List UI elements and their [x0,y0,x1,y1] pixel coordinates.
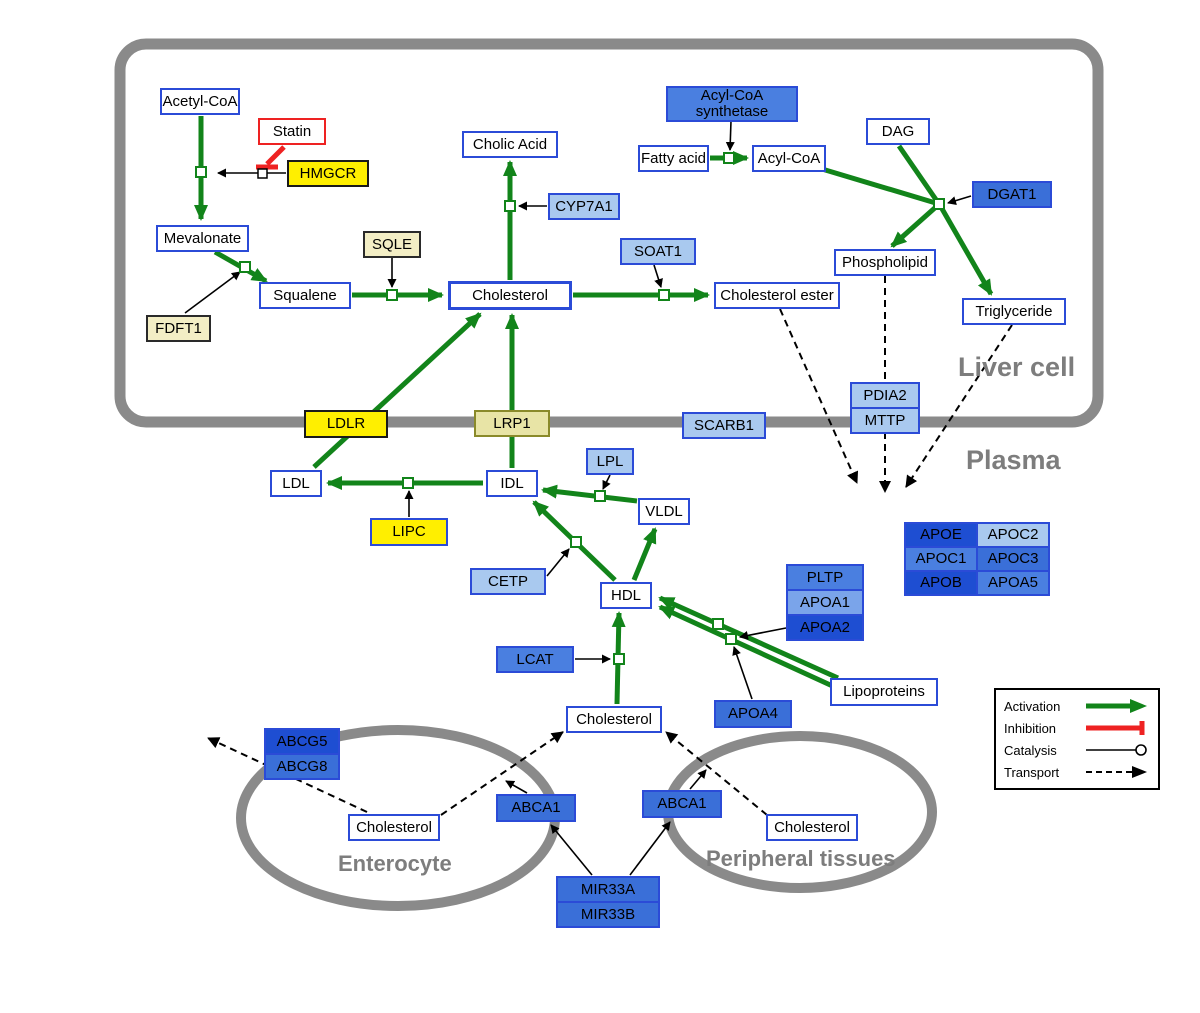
catalysis-circle-icon [1086,744,1147,756]
node-cholesterol-enterocyte[interactable]: Cholesterol [348,814,440,841]
node-vldl[interactable]: VLDL [638,498,690,525]
node-abcg5[interactable]: ABCG5 [264,728,340,755]
node-cholesterol-peripheral[interactable]: Cholesterol [766,814,858,841]
node-statin[interactable]: Statin [258,118,326,145]
transport-edges [207,276,1013,816]
inhibition-tbar-icon [1086,721,1145,735]
node-mir33a[interactable]: MIR33A [556,876,660,903]
node-pdia2[interactable]: PDIA2 [850,382,920,409]
catalysis-edges [184,120,972,876]
node-lipc[interactable]: LIPC [370,518,448,546]
enterocyte-label: Enterocyte [338,851,452,876]
node-cholesterol-ester[interactable]: Cholesterol ester [714,282,840,309]
legend-inhibition-label: Inhibition [1004,720,1057,736]
node-lipoproteins[interactable]: Lipoproteins [830,678,938,706]
acyl-coa-synthetase-line2: synthetase [695,103,769,120]
node-cetp[interactable]: CETP [470,568,546,595]
node-apob[interactable]: APOB [904,570,978,596]
node-idl[interactable]: IDL [486,470,538,497]
reaction-anchor-squares [195,152,945,665]
node-lpl[interactable]: LPL [586,448,634,475]
node-abca1-enterocyte[interactable]: ABCA1 [496,794,576,822]
node-sqle[interactable]: SQLE [363,231,421,258]
legend-row-activation: Activation [1004,696,1150,716]
node-hdl[interactable]: HDL [600,582,652,609]
legend-activation-label: Activation [1004,698,1061,714]
node-acyl-coa[interactable]: Acyl-CoA [752,145,826,172]
node-acyl-coa-synthetase[interactable]: Acyl-CoA synthetase [666,86,798,122]
node-cyp7a1[interactable]: CYP7A1 [548,193,620,220]
node-lrp1[interactable]: LRP1 [474,410,550,437]
node-dgat1[interactable]: DGAT1 [972,181,1052,208]
node-apoa2[interactable]: APOA2 [786,614,864,641]
node-soat1[interactable]: SOAT1 [620,238,696,265]
node-phospholipid[interactable]: Phospholipid [834,249,936,276]
node-apoa5[interactable]: APOA5 [976,570,1050,596]
node-dag[interactable]: DAG [866,118,930,145]
activation-arrow-icon [1086,699,1147,713]
node-mir33b[interactable]: MIR33B [556,901,660,928]
inhibition-edge [256,145,286,170]
node-apoa4[interactable]: APOA4 [714,700,792,728]
transport-dashed-arrow-icon [1086,766,1147,778]
node-fatty-acid[interactable]: Fatty acid [638,145,709,172]
node-squalene[interactable]: Squalene [259,282,351,309]
plasma-label: Plasma [966,445,1061,475]
node-ldl[interactable]: LDL [270,470,322,497]
node-cholesterol-plasma[interactable]: Cholesterol [566,706,662,733]
legend-row-inhibition: Inhibition [1004,718,1150,738]
legend-row-catalysis: Catalysis [1004,740,1150,760]
node-apoc3[interactable]: APOC3 [976,546,1050,572]
peripheral-tissues-label: Peripheral tissues [706,846,896,871]
node-acetyl-coa[interactable]: Acetyl-CoA [160,88,240,115]
node-apoa1[interactable]: APOA1 [786,589,864,616]
liver-cell-label: Liver cell [958,352,1076,382]
node-mevalonate[interactable]: Mevalonate [156,225,249,252]
node-abca1-peripheral[interactable]: ABCA1 [642,790,722,818]
liver-cell-membrane [114,38,1104,428]
node-apoe[interactable]: APOE [904,522,978,548]
node-triglyceride[interactable]: Triglyceride [962,298,1066,325]
node-lcat[interactable]: LCAT [496,646,574,673]
node-cholesterol-liver[interactable]: Cholesterol [448,281,572,310]
node-hmgcr[interactable]: HMGCR [287,160,369,187]
node-fdft1[interactable]: FDFT1 [146,315,211,342]
legend-row-transport: Transport [1004,762,1150,782]
node-apoc2[interactable]: APOC2 [976,522,1050,548]
node-pltp[interactable]: PLTP [786,564,864,591]
node-ldlr[interactable]: LDLR [304,410,388,438]
legend: Activation Inhibition Catalysis Transpor… [994,688,1160,790]
legend-transport-label: Transport [1004,764,1060,780]
legend-catalysis-label: Catalysis [1004,742,1057,758]
node-abcg8[interactable]: ABCG8 [264,753,340,780]
catalysis-anchor-square [257,168,268,179]
node-mttp[interactable]: MTTP [850,407,920,434]
node-cholic-acid[interactable]: Cholic Acid [462,131,558,158]
node-scarb1[interactable]: SCARB1 [682,412,766,439]
acyl-coa-synthetase-line1: Acyl-CoA [700,87,764,105]
node-apoc1[interactable]: APOC1 [904,546,978,572]
